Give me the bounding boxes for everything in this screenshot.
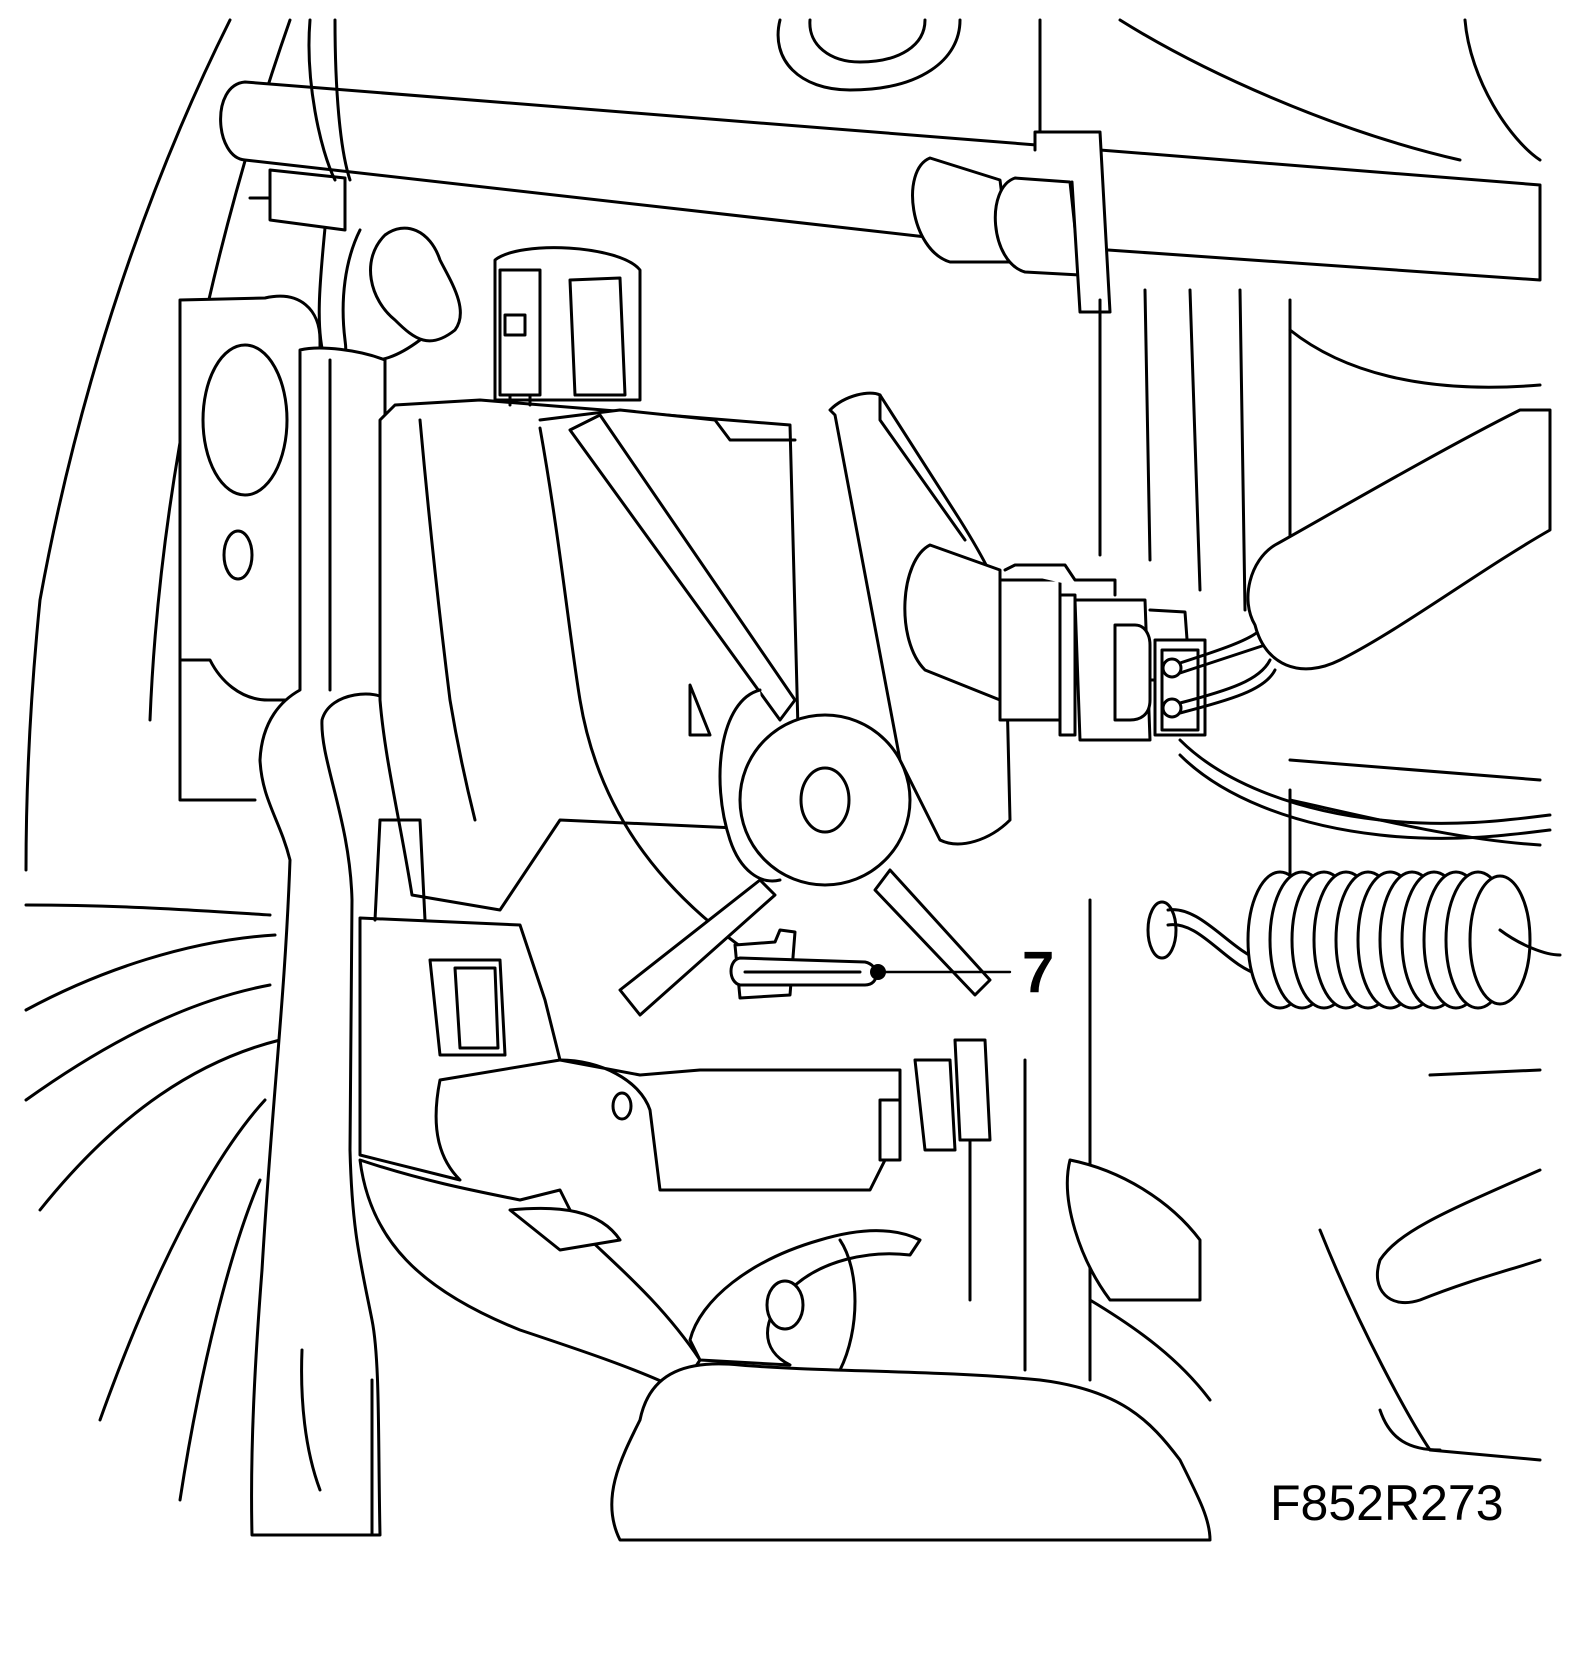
lower-bracket	[358, 818, 992, 1392]
left-mount-plate	[178, 294, 322, 802]
callout-label: 7	[1022, 940, 1054, 1005]
sensor-cable	[1178, 738, 1552, 840]
floor-area	[610, 1158, 1212, 1542]
lower-clip	[688, 1229, 922, 1372]
pedal-arm	[250, 346, 387, 1537]
pedal-switch-housing	[378, 398, 802, 962]
right-connector	[903, 408, 1552, 742]
return-spring	[1146, 870, 1562, 1010]
top-connector	[493, 246, 642, 407]
callout-7: 7	[870, 940, 1054, 1005]
sensor-pin	[729, 928, 878, 1000]
rotary-sensor	[618, 683, 992, 1017]
upper-tube	[219, 80, 1542, 314]
spring-coils	[1246, 870, 1532, 1010]
figure-id: F852R273	[1270, 1475, 1504, 1531]
harness-clip	[248, 18, 462, 373]
